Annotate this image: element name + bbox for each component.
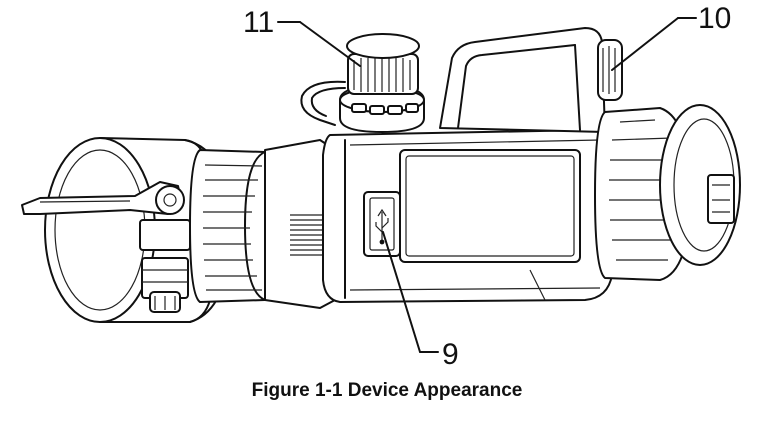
callout-11: 11 [243,6,275,39]
usb-port [363,191,401,257]
display-window [399,149,581,263]
eyepiece [594,104,741,281]
callout-9: 9 [442,338,459,371]
cap-lever [21,181,185,215]
cap-hinge [139,219,191,313]
strap-loop [300,80,346,126]
rear-knob [597,39,623,101]
figure-caption: Figure 1-1 Device Appearance [251,380,523,401]
top-knob [339,33,425,133]
top-housing [439,27,606,133]
usb-icon [375,208,389,245]
leader-lines [277,17,697,353]
callout-10: 10 [698,2,732,35]
